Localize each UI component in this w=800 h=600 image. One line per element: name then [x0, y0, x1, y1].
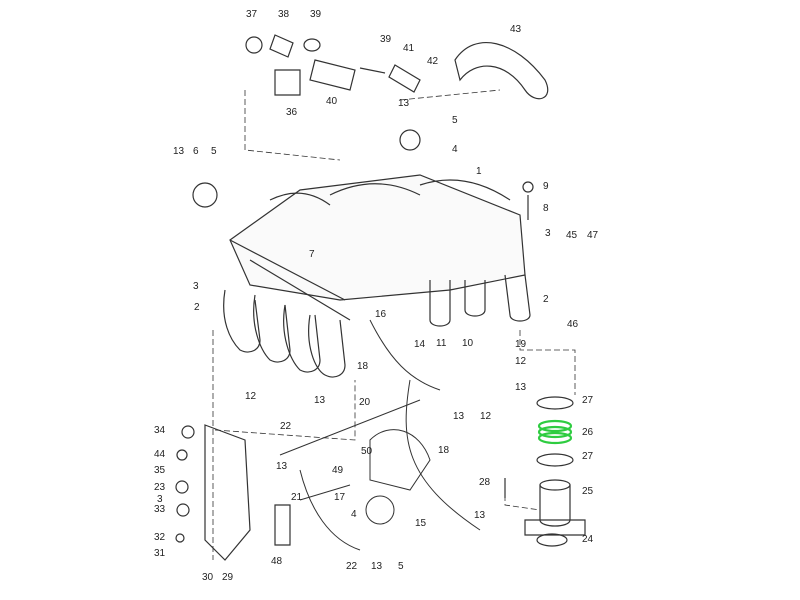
callout-35[interactable]: 35: [154, 465, 166, 476]
callout-25[interactable]: 25: [582, 486, 594, 497]
callout-13[interactable]: 13: [453, 411, 465, 422]
callout-29[interactable]: 29: [222, 572, 234, 583]
callout-22[interactable]: 22: [346, 561, 358, 572]
callout-49[interactable]: 49: [332, 465, 344, 476]
vacuum-lines: [279, 319, 481, 551]
callout-38[interactable]: 38: [278, 9, 290, 20]
callout-12[interactable]: 12: [515, 356, 527, 367]
callout-39[interactable]: 39: [310, 9, 322, 20]
callout-41[interactable]: 41: [403, 43, 415, 54]
right-parts: [504, 181, 586, 547]
callout-18[interactable]: 18: [438, 445, 450, 456]
callout-22[interactable]: 22: [280, 421, 292, 432]
callout-19[interactable]: 19: [515, 339, 527, 350]
callout-13[interactable]: 13: [474, 510, 486, 521]
callout-13[interactable]: 13: [371, 561, 383, 572]
callout-37[interactable]: 37: [246, 9, 258, 20]
callout-42[interactable]: 42: [427, 56, 439, 67]
callout-1[interactable]: 1: [476, 166, 482, 177]
intake-manifold: [192, 129, 531, 378]
callout-3[interactable]: 3: [157, 494, 163, 505]
callout-48[interactable]: 48: [271, 556, 283, 567]
callout-3[interactable]: 3: [193, 281, 199, 292]
leader-lines: [212, 89, 576, 560]
callout-14[interactable]: 14: [414, 339, 426, 350]
callout-9[interactable]: 9: [543, 181, 549, 192]
callout-27[interactable]: 27: [582, 395, 594, 406]
callout-24[interactable]: 24: [582, 534, 594, 545]
callout-8[interactable]: 8: [543, 203, 549, 214]
callout-28[interactable]: 28: [479, 477, 491, 488]
callout-13[interactable]: 13: [515, 382, 527, 393]
callout-4[interactable]: 4: [351, 509, 357, 520]
callout-21[interactable]: 21: [291, 492, 303, 503]
bracket-assembly: [175, 424, 291, 561]
callout-27[interactable]: 27: [582, 451, 594, 462]
callout-31[interactable]: 31: [154, 548, 166, 559]
callout-40[interactable]: 40: [326, 96, 338, 107]
callout-12[interactable]: 12: [480, 411, 492, 422]
callout-15[interactable]: 15: [415, 518, 427, 529]
callout-32[interactable]: 32: [154, 532, 166, 543]
callout-13[interactable]: 13: [276, 461, 288, 472]
callout-17[interactable]: 17: [334, 492, 346, 503]
callout-10[interactable]: 10: [462, 338, 474, 349]
callout-50[interactable]: 50: [361, 446, 373, 457]
callout-16[interactable]: 16: [375, 309, 387, 320]
callout-30[interactable]: 30: [202, 572, 214, 583]
callout-34[interactable]: 34: [154, 425, 166, 436]
callout-11[interactable]: 11: [436, 338, 447, 349]
callout-5[interactable]: 5: [211, 146, 217, 157]
callout-4[interactable]: 4: [452, 144, 458, 155]
callout-18[interactable]: 18: [357, 361, 369, 372]
callout-47[interactable]: 47: [587, 230, 599, 241]
callout-2[interactable]: 2: [194, 302, 200, 313]
callout-2[interactable]: 2: [543, 294, 549, 305]
upper-hose-parts: [245, 34, 549, 100]
callout-33[interactable]: 33: [154, 504, 166, 515]
callout-36[interactable]: 36: [286, 107, 298, 118]
callout-20[interactable]: 20: [359, 397, 371, 408]
callout-23[interactable]: 23: [154, 482, 166, 493]
callout-3[interactable]: 3: [545, 228, 551, 239]
callout-43[interactable]: 43: [510, 24, 522, 35]
callout-13[interactable]: 13: [173, 146, 185, 157]
callout-26[interactable]: 26: [582, 427, 594, 438]
callout-39[interactable]: 39: [380, 34, 392, 45]
callout-46[interactable]: 46: [567, 319, 579, 330]
callout-5[interactable]: 5: [398, 561, 404, 572]
callout-6[interactable]: 6: [193, 146, 199, 157]
callout-12[interactable]: 12: [245, 391, 257, 402]
highlighted-part-26[interactable]: [537, 419, 573, 445]
callout-13[interactable]: 13: [398, 98, 410, 109]
callout-13[interactable]: 13: [314, 395, 326, 406]
callout-5[interactable]: 5: [452, 115, 458, 126]
callout-44[interactable]: 44: [154, 449, 166, 460]
callout-7[interactable]: 7: [309, 249, 315, 260]
callout-45[interactable]: 45: [566, 230, 578, 241]
